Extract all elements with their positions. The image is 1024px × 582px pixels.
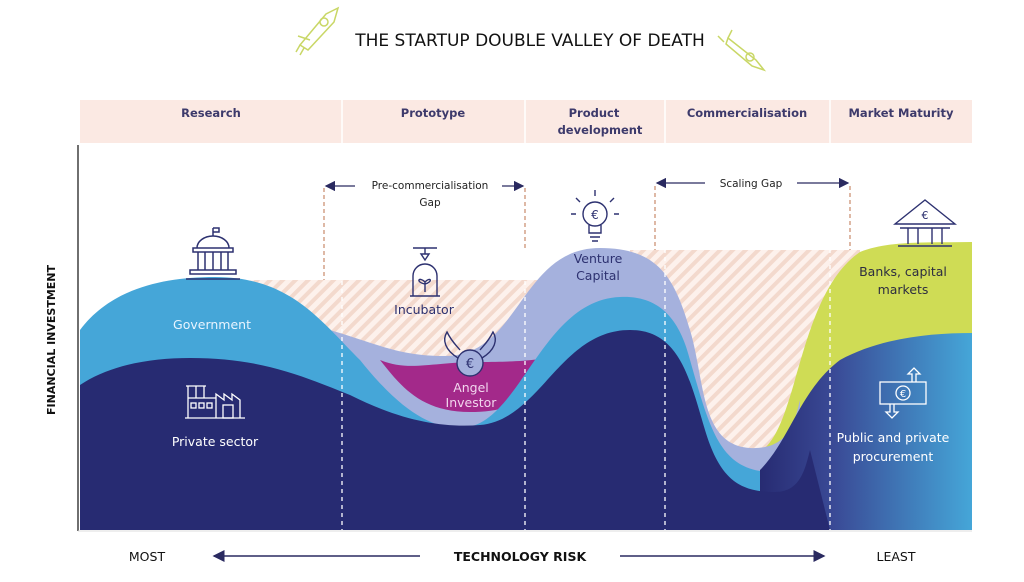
government-label: Government [173,317,251,332]
lightbulb-euro-icon: € [571,190,619,242]
stage-header-band [80,100,972,143]
gap-markers [323,186,851,280]
x-axis-title: TECHNOLOGY RISK [454,549,588,564]
stage-product: Product [569,106,620,120]
pre-commercialisation-gap-label: Pre-commercialisation [372,180,489,192]
angel-investor-label-2: Investor [446,395,498,410]
venture-capital-label: Venture [574,251,623,266]
stage-prototype: Prototype [401,106,466,120]
header-dividers [341,100,831,143]
svg-text:€: € [466,357,474,372]
rocket-icon-right [717,29,767,72]
incubator-label: Incubator [394,302,455,317]
scaling-gap-label: Scaling Gap [720,178,783,190]
svg-text:€: € [591,208,599,222]
procurement-label-2: procurement [853,449,934,464]
x-axis-most-label: MOST [129,549,166,564]
y-axis-label: FINANCIAL INVESTMENT [45,265,58,415]
angel-coin-icon: € [444,330,496,377]
stage-research: Research [181,106,241,120]
private-sector-layer [80,330,830,530]
procurement-label: Public and private [837,430,950,445]
rocket-icon-left [295,6,340,56]
x-axis-least-label: LEAST [877,549,916,564]
government-building-icon [186,227,240,280]
svg-text:€: € [900,389,906,400]
angel-investor-label: Angel [453,380,489,395]
stage-market-maturity: Market Maturity [848,106,954,120]
stage-commercialisation: Commercialisation [687,106,807,120]
banks-label: Banks, capital [859,264,947,279]
svg-text:€: € [922,209,929,222]
pre-commercialisation-gap-label-2: Gap [419,197,441,209]
banks-label-2: markets [878,282,929,297]
money-exchange-icon: € [879,367,927,419]
stage-development: development [558,123,643,137]
venture-capital-label-2: Capital [576,268,620,283]
bank-euro-icon: € [893,199,957,247]
private-sector-label: Private sector [172,434,259,449]
incubator-icon [410,247,440,297]
factory-icon [185,385,245,419]
page-title: THE STARTUP DOUBLE VALLEY OF DEATH [354,31,705,51]
